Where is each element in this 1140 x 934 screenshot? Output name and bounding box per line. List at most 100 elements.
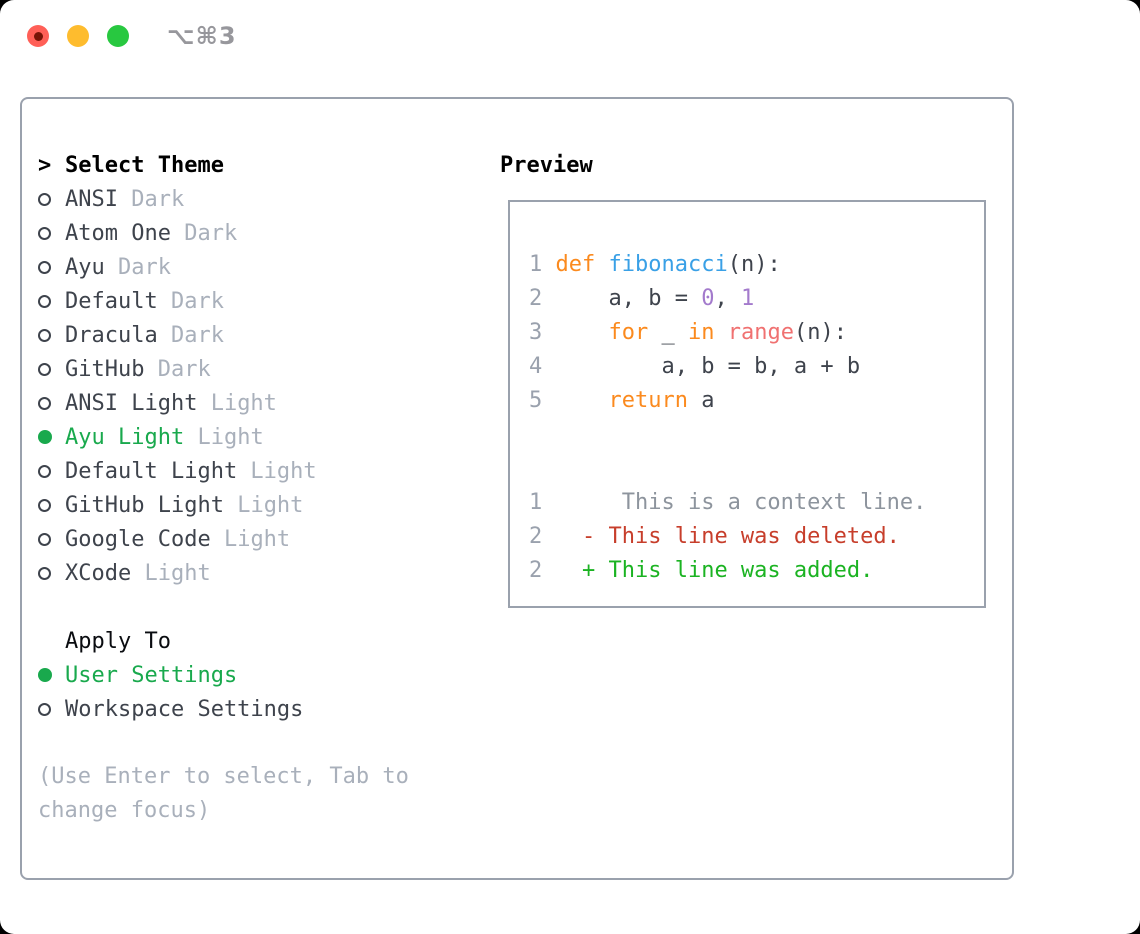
code-token: return bbox=[608, 388, 688, 413]
diff-line-context: 1 This is a context line. bbox=[529, 486, 984, 520]
theme-name: ANSI Light bbox=[65, 390, 198, 416]
theme-variant-tag: Light bbox=[223, 492, 304, 518]
radio-icon bbox=[38, 260, 51, 274]
theme-name: GitHub bbox=[65, 356, 145, 382]
theme-variant-tag: Light bbox=[184, 424, 264, 450]
preview-column: Preview 1 def fibonacci(n):2 a, b = 0, 1… bbox=[500, 148, 986, 608]
line-number: 2 bbox=[529, 286, 556, 311]
code-token: fibonacci bbox=[608, 252, 728, 277]
theme-item-default[interactable]: Default Dark bbox=[38, 284, 478, 318]
apply-option-label: Workspace Settings bbox=[65, 696, 304, 722]
radio-marker bbox=[38, 532, 65, 546]
theme-variant-tag: Light bbox=[197, 390, 277, 416]
theme-item-ayu[interactable]: Ayu Dark bbox=[38, 250, 478, 284]
theme-name: Ayu bbox=[65, 254, 105, 280]
theme-variant-tag: Dark bbox=[170, 220, 238, 246]
apply-to-title: Apply To bbox=[65, 628, 171, 654]
theme-item-ayu-light[interactable]: Ayu Light Light bbox=[38, 420, 478, 454]
theme-variant-tag: Dark bbox=[117, 186, 185, 212]
cursor-marker: > bbox=[38, 153, 65, 178]
radio-marker bbox=[38, 668, 65, 682]
apply-to-header: Apply To bbox=[38, 624, 478, 658]
code-token: a, b = bbox=[555, 286, 702, 311]
theme-item-default-light[interactable]: Default Light Light bbox=[38, 454, 478, 488]
theme-name: Dracula bbox=[65, 322, 158, 348]
minimize-button[interactable] bbox=[67, 25, 89, 47]
radio-marker bbox=[38, 702, 65, 716]
close-button-dot bbox=[33, 31, 43, 41]
theme-item-github[interactable]: GitHub Dark bbox=[38, 352, 478, 386]
theme-variant-tag: Dark bbox=[104, 254, 171, 280]
radio-icon bbox=[38, 362, 51, 376]
theme-variant-tag: Light bbox=[237, 458, 317, 484]
diff-text: This is a context line. bbox=[555, 490, 927, 515]
code-line: 1 def fibonacci(n): bbox=[529, 248, 984, 282]
theme-variant-tag: Dark bbox=[144, 356, 211, 382]
radio-marker bbox=[38, 226, 65, 240]
line-number: 3 bbox=[529, 320, 556, 345]
radio-icon bbox=[38, 498, 51, 512]
close-button[interactable] bbox=[27, 25, 49, 47]
radio-marker bbox=[38, 464, 65, 478]
radio-marker bbox=[38, 362, 65, 376]
code-token: , bbox=[714, 286, 741, 311]
spacer bbox=[38, 590, 478, 624]
theme-item-dracula[interactable]: Dracula Dark bbox=[38, 318, 478, 352]
line-number: 5 bbox=[529, 388, 556, 413]
radio-marker bbox=[38, 328, 65, 342]
theme-variant-tag: Dark bbox=[157, 322, 224, 348]
line-number: 4 bbox=[529, 354, 556, 379]
line-number: 2 bbox=[529, 524, 556, 549]
code-token bbox=[556, 320, 609, 345]
theme-name: Default bbox=[65, 288, 158, 314]
theme-item-xcode[interactable]: XCode Light bbox=[38, 556, 478, 590]
radio-icon bbox=[38, 532, 51, 546]
code-token: def bbox=[555, 252, 596, 277]
theme-name: GitHub Light bbox=[65, 492, 224, 518]
code-line: 2 a, b = 0, 1 bbox=[529, 282, 984, 316]
theme-item-github-light[interactable]: GitHub Light Light bbox=[38, 488, 478, 522]
apply-option-label: User Settings bbox=[65, 662, 238, 688]
radio-icon bbox=[38, 192, 51, 206]
theme-variant-tag: Light bbox=[210, 526, 291, 552]
diff-text: + This line was added. bbox=[555, 558, 874, 583]
apply-option-user-settings[interactable]: User Settings bbox=[38, 658, 478, 692]
spacer bbox=[38, 726, 478, 760]
keyboard-hint: (Use Enter to select, Tab to change focu… bbox=[38, 764, 409, 823]
radio-marker bbox=[38, 566, 65, 580]
code-token: a bbox=[687, 388, 715, 413]
cursor-icon: > bbox=[38, 152, 52, 178]
theme-item-ansi[interactable]: ANSI Dark bbox=[38, 182, 478, 216]
theme-name: XCode bbox=[65, 560, 132, 586]
theme-name: Atom One bbox=[65, 220, 171, 246]
code-token bbox=[714, 320, 727, 345]
radio-marker bbox=[38, 260, 65, 274]
theme-item-ansi-light[interactable]: ANSI Light Light bbox=[38, 386, 478, 420]
radio-icon bbox=[38, 226, 51, 240]
radio-icon bbox=[38, 566, 51, 580]
line-number: 1 bbox=[529, 490, 556, 515]
theme-item-google-code[interactable]: Google Code Light bbox=[38, 522, 478, 556]
preview-title: Preview bbox=[500, 152, 593, 178]
diff-text: - This line was deleted. bbox=[555, 524, 900, 549]
theme-item-atom-one[interactable]: Atom One Dark bbox=[38, 216, 478, 250]
code-line: 4 a, b = b, a + b bbox=[529, 350, 984, 384]
radio-icon bbox=[38, 328, 51, 342]
zoom-button[interactable] bbox=[107, 25, 129, 47]
code-line: 5 return a bbox=[529, 384, 984, 418]
radio-icon bbox=[38, 464, 51, 478]
code-token: (n): bbox=[727, 252, 781, 277]
code-token: for bbox=[608, 320, 649, 345]
radio-marker bbox=[38, 294, 65, 308]
line-number: 1 bbox=[529, 252, 556, 277]
radio-marker bbox=[38, 192, 65, 206]
title-bar: ⌥⌘3 bbox=[0, 0, 1140, 72]
apply-option-workspace-settings[interactable]: Workspace Settings bbox=[38, 692, 478, 726]
code-token bbox=[556, 388, 609, 413]
